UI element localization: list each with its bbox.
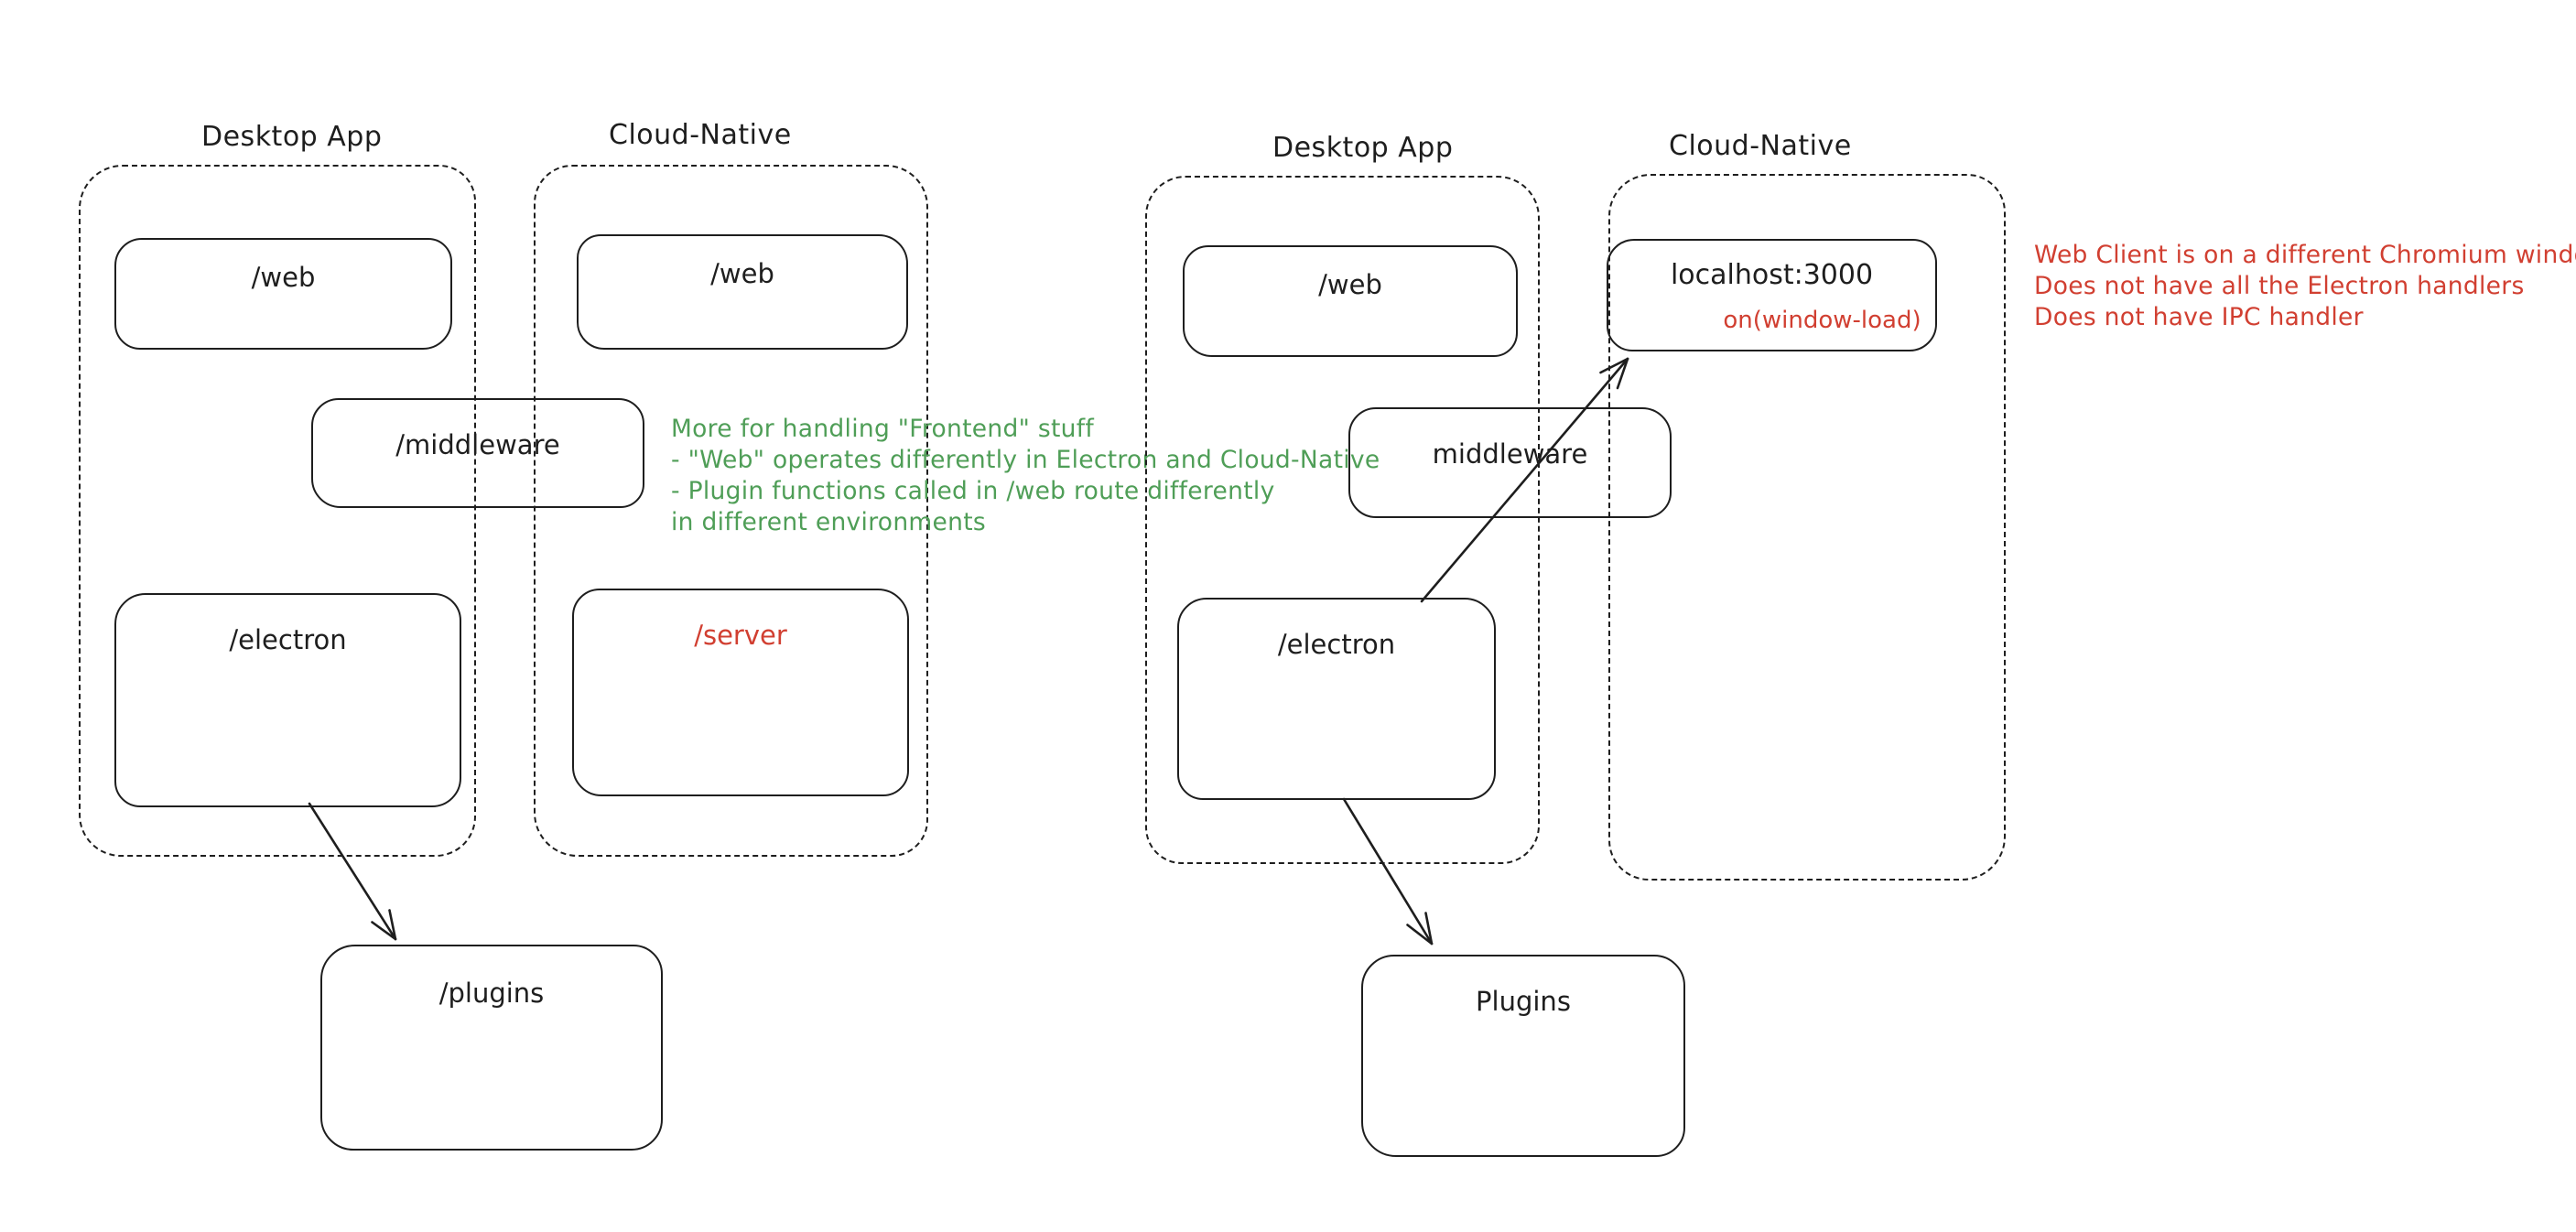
left-box-web-cloud[interactable]: /web	[577, 234, 908, 350]
left-cloud-native-label: Cloud-Native	[609, 119, 792, 151]
left-desktop-app-label: Desktop App	[201, 121, 383, 153]
left-box-server[interactable]: /server	[572, 589, 909, 796]
left-box-middleware-label: /middleware	[395, 429, 560, 460]
right-box-web-label: /web	[1318, 269, 1382, 300]
right-box-web[interactable]: /web	[1183, 245, 1518, 357]
red-note-line-3: Does not have IPC handler	[2034, 303, 2364, 331]
red-note-line-2: Does not have all the Electron handlers	[2034, 272, 2525, 300]
green-note-line-1: More for handling "Frontend" stuff	[671, 415, 1094, 443]
left-cloud-native-container[interactable]	[534, 165, 928, 857]
right-box-plugins[interactable]: Plugins	[1361, 955, 1685, 1157]
left-green-note[interactable]: More for handling "Frontend" stuff - "We…	[671, 414, 1380, 538]
left-box-middleware[interactable]: /middleware	[311, 398, 644, 508]
left-box-server-label: /server	[694, 620, 787, 651]
left-box-plugins-label: /plugins	[438, 978, 545, 1009]
right-box-localhost-event: on(window-load)	[1723, 307, 1921, 334]
right-red-note[interactable]: Web Client is on a different Chromium wi…	[2034, 240, 2576, 333]
left-desktop-app-container[interactable]	[79, 165, 476, 857]
red-note-line-1: Web Client is on a different Chromium wi…	[2034, 241, 2576, 269]
right-box-middleware-label: middleware	[1432, 438, 1588, 470]
left-box-electron[interactable]: /electron	[114, 593, 461, 807]
left-box-web-cloud-label: /web	[710, 258, 774, 289]
right-box-plugins-label: Plugins	[1476, 986, 1571, 1017]
green-note-line-4: in different environments	[671, 508, 987, 536]
right-desktop-app-label: Desktop App	[1272, 132, 1454, 164]
left-box-web-desktop-label: /web	[251, 262, 316, 293]
right-box-localhost[interactable]: localhost:3000 on(window-load)	[1607, 239, 1937, 351]
right-cloud-native-label: Cloud-Native	[1669, 130, 1852, 162]
right-box-middleware[interactable]: middleware	[1348, 407, 1672, 518]
right-box-electron[interactable]: /electron	[1177, 598, 1496, 800]
right-box-localhost-title: localhost:3000	[1670, 259, 1874, 291]
right-box-electron-label: /electron	[1277, 629, 1396, 660]
left-box-web-desktop[interactable]: /web	[114, 238, 452, 350]
green-note-line-3: - Plugin functions called in /web route …	[671, 477, 1275, 505]
left-box-electron-label: /electron	[229, 624, 347, 655]
left-box-plugins[interactable]: /plugins	[320, 945, 663, 1151]
green-note-line-2: - "Web" operates differently in Electron…	[671, 446, 1380, 474]
